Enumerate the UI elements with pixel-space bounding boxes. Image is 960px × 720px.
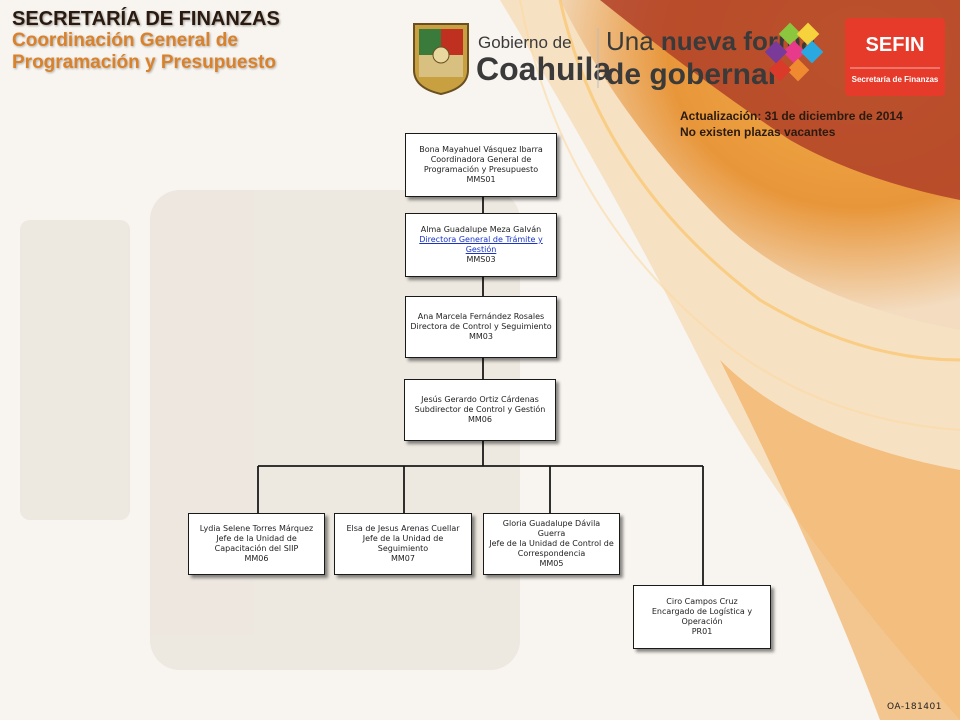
- sefin-sub-label: Secretaría de Finanzas: [852, 75, 939, 84]
- node-code: MM03: [469, 332, 493, 341]
- node-code: MM06: [244, 554, 269, 563]
- node-code: MM07: [391, 554, 415, 563]
- org-node-directora-control: Ana Marcela Fernández Rosales Directora …: [405, 296, 557, 358]
- slogan-de-gobernar: de gobernar: [606, 58, 780, 91]
- sefin-label: SEFIN: [866, 34, 925, 56]
- org-node-jefe-capacitacion: Lydia Selene Torres Márquez Jefe de la U…: [188, 513, 325, 575]
- node-title: Directora de Control y Seguimiento: [410, 322, 552, 331]
- node-code: MMS01: [466, 175, 496, 184]
- node-title: Jefe de la Unidad de Control de Correspo…: [489, 539, 614, 558]
- gobierno-de-label: Gobierno de: [478, 33, 572, 52]
- secretaria-title: SECRETARÍA DE FINANZAS: [12, 8, 280, 30]
- document-code: OA-181401: [887, 702, 942, 712]
- node-name: Gloria Guadalupe Dávila Guerra: [502, 519, 601, 538]
- node-title-link[interactable]: Directora General de Trámite y Gestión: [419, 235, 543, 254]
- node-code: MM06: [468, 415, 492, 424]
- logos-banner: Gobierno de Coahuila Una nueva forma de …: [413, 18, 945, 96]
- node-name: Bona Mayahuel Vásquez Ibarra: [419, 145, 543, 154]
- node-name: Elsa de Jesus Arenas Cuellar: [346, 524, 460, 533]
- node-name: Ana Marcela Fernández Rosales: [417, 312, 545, 321]
- org-node-directora-general: Alma Guadalupe Meza Galván Directora Gen…: [405, 213, 557, 277]
- node-name: Lydia Selene Torres Márquez: [199, 524, 314, 533]
- org-node-subdirector-control: Jesús Gerardo Ortiz Cárdenas Subdirector…: [404, 379, 556, 441]
- node-title: Subdirector de Control y Gestión: [414, 405, 546, 414]
- vacancies-note: No existen plazas vacantes: [680, 125, 836, 139]
- sefin-logo: SEFIN Secretaría de Finanzas: [845, 18, 945, 96]
- node-code: MMS03: [466, 255, 496, 264]
- node-title: Jefe de la Unidad de Seguimiento: [362, 534, 444, 553]
- node-title: Encargado de Logística y Operación: [651, 607, 753, 626]
- org-node-encargado-logistica: Ciro Campos Cruz Encargado de Logística …: [633, 585, 771, 649]
- update-date: Actualización: 31 de diciembre de 2014: [680, 109, 903, 123]
- node-title: Jefe de la Unidad de Capacitación del SI…: [214, 534, 299, 553]
- node-code: MM05: [539, 559, 564, 568]
- update-info: Actualización: 31 de diciembre de 2014 N…: [680, 108, 903, 140]
- header-title-block: SECRETARÍA DE FINANZAS Coordinación Gene…: [12, 8, 280, 74]
- node-name: Ciro Campos Cruz: [666, 597, 738, 606]
- coordinacion-title-line1: Coordinación General de: [12, 30, 238, 51]
- coahuila-label: Coahuila: [476, 51, 611, 87]
- node-code: PR01: [691, 627, 713, 636]
- node-name: Jesús Gerardo Ortiz Cárdenas: [421, 395, 539, 404]
- node-name: Alma Guadalupe Meza Galván: [420, 225, 542, 234]
- coordinacion-title-line2: Programación y Presupuesto: [12, 52, 276, 73]
- org-node-coordinadora-general: Bona Mayahuel Vásquez Ibarra Coordinador…: [405, 133, 557, 197]
- coahuila-shield-logo: [413, 23, 469, 96]
- node-title: Coordinadora General de Programación y P…: [423, 155, 539, 174]
- org-node-jefe-correspondencia: Gloria Guadalupe Dávila Guerra Jefe de l…: [483, 513, 620, 575]
- org-node-jefe-seguimiento: Elsa de Jesus Arenas Cuellar Jefe de la …: [334, 513, 472, 575]
- slogan-una: Una: [606, 26, 661, 56]
